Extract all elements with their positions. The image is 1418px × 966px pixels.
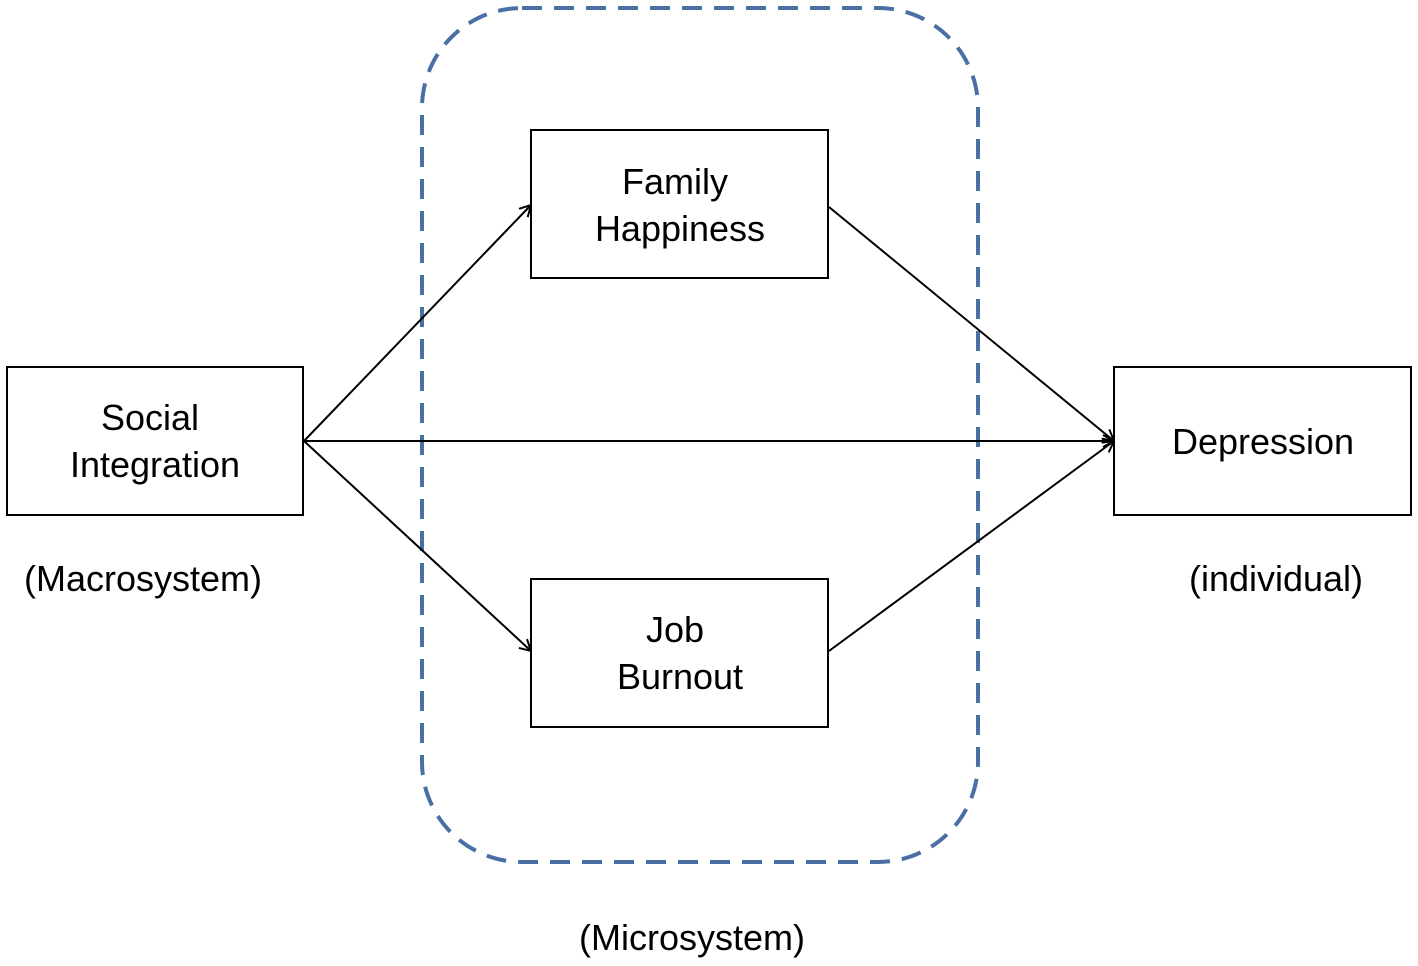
microsystem-group-outline bbox=[420, 6, 980, 864]
node-job-burnout-line-2: Burnout bbox=[617, 656, 743, 697]
caption-macrosystem: (Macrosystem) bbox=[24, 558, 262, 599]
node-job-burnout: Job Burnout bbox=[530, 578, 829, 728]
edge-social-integration-to-job-burnout bbox=[303, 440, 531, 651]
node-depression: Depression bbox=[1113, 366, 1412, 516]
node-job-burnout-label: Job Burnout bbox=[617, 609, 743, 697]
node-family-happiness-line-1: Family bbox=[622, 161, 728, 202]
node-social-integration-line-1: Social bbox=[101, 397, 199, 438]
node-depression-box bbox=[1113, 366, 1412, 516]
node-social-integration: Social Integration bbox=[6, 366, 304, 516]
node-family-happiness-line-2: Happiness bbox=[595, 208, 765, 249]
edge-family-happiness-to-depression bbox=[828, 206, 1114, 441]
node-job-burnout-box bbox=[530, 578, 829, 728]
node-social-integration-box bbox=[6, 366, 304, 516]
caption-individual: (individual) bbox=[1189, 558, 1363, 599]
node-family-happiness-box bbox=[530, 129, 829, 279]
node-job-burnout-line-1: Job bbox=[646, 609, 704, 650]
edge-social-integration-to-family-happiness bbox=[303, 205, 531, 442]
node-depression-label: Depression bbox=[1172, 421, 1354, 462]
node-family-happiness: Family Happiness bbox=[530, 129, 829, 279]
edge-job-burnout-to-depression bbox=[828, 441, 1114, 652]
node-depression-line-1: Depression bbox=[1172, 421, 1354, 462]
caption-microsystem: (Microsystem) bbox=[579, 917, 805, 958]
node-family-happiness-label: Family Happiness bbox=[595, 161, 765, 249]
node-social-integration-label: Social Integration bbox=[70, 397, 240, 485]
node-social-integration-line-2: Integration bbox=[70, 444, 240, 485]
